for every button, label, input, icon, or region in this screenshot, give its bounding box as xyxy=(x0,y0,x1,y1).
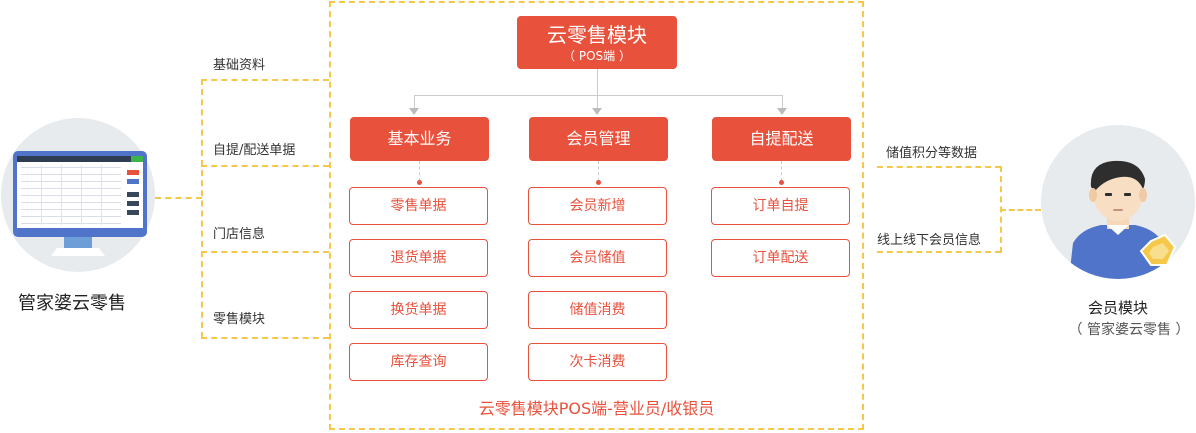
pos-module-header: 云零售模块 （ POS端 ） xyxy=(517,16,677,69)
tree-stem xyxy=(597,69,598,95)
connector-dot xyxy=(596,180,601,185)
column-basic-business: 基本业务 xyxy=(350,117,489,161)
item-deposit-spend: 储值消费 xyxy=(528,291,667,329)
item-exchange-document: 换货单据 xyxy=(349,291,488,329)
right-link-member-info: 线上线下会员信息 xyxy=(877,233,982,248)
column-connector xyxy=(781,161,782,181)
connector-dot xyxy=(417,180,422,185)
item-return-document: 退货单据 xyxy=(349,239,488,277)
arrow-down-icon xyxy=(592,108,602,115)
item-inventory-query: 库存查询 xyxy=(349,343,488,381)
tree-drop-2 xyxy=(597,95,598,109)
left-branch-connector xyxy=(201,165,329,167)
left-entity-name: 管家婆云零售 xyxy=(18,293,126,314)
item-order-delivery: 订单配送 xyxy=(711,239,850,277)
left-link-basic-data: 基础资料 xyxy=(213,58,266,73)
column-pickup-delivery: 自提配送 xyxy=(712,117,851,161)
tree-drop-1 xyxy=(414,95,415,109)
left-branch-connector xyxy=(201,251,329,253)
computer-monitor-icon xyxy=(13,151,147,256)
arrow-down-icon xyxy=(409,108,419,115)
arrow-down-icon xyxy=(777,108,787,115)
item-retail-document: 零售单据 xyxy=(349,187,488,225)
right-link-stored-points: 储值积分等数据 xyxy=(886,146,978,161)
header-title: 云零售模块 xyxy=(547,23,647,47)
right-entity-circle xyxy=(1041,125,1195,279)
right-branch-connector xyxy=(877,166,1001,168)
left-link-pickup-delivery-docs: 自提/配送单据 xyxy=(213,143,296,158)
frame-footer-label: 云零售模块POS端-营业员/收银员 xyxy=(478,399,715,418)
connector-dot xyxy=(779,180,784,185)
item-order-pickup: 订单自提 xyxy=(711,187,850,225)
right-entity-subtitle: （ 管家婆云零售 ） xyxy=(1068,322,1190,338)
item-member-add: 会员新增 xyxy=(528,187,667,225)
right-entity-name: 会员模块 xyxy=(1087,299,1148,317)
tree-drop-3 xyxy=(782,95,783,109)
right-branch-connector xyxy=(877,251,1001,253)
header-subtitle: （ POS端 ） xyxy=(563,49,631,63)
left-trunk-connector xyxy=(155,197,202,199)
column-member-management: 会员管理 xyxy=(529,117,668,161)
left-spine-connector xyxy=(201,79,203,338)
column-connector xyxy=(598,161,599,181)
item-member-deposit: 会员储值 xyxy=(528,239,667,277)
column-connector xyxy=(419,161,420,181)
right-trunk-connector xyxy=(1000,209,1041,211)
pos-module-frame xyxy=(329,1,864,430)
left-link-store-info: 门店信息 xyxy=(213,227,266,242)
item-card-spend: 次卡消费 xyxy=(528,343,667,381)
left-branch-connector xyxy=(201,337,329,339)
tree-branch xyxy=(414,95,783,96)
left-branch-connector xyxy=(201,79,329,81)
left-link-retail-module: 零售模块 xyxy=(213,312,266,327)
member-avatar-icon xyxy=(1069,160,1177,279)
left-entity-circle xyxy=(1,118,155,272)
